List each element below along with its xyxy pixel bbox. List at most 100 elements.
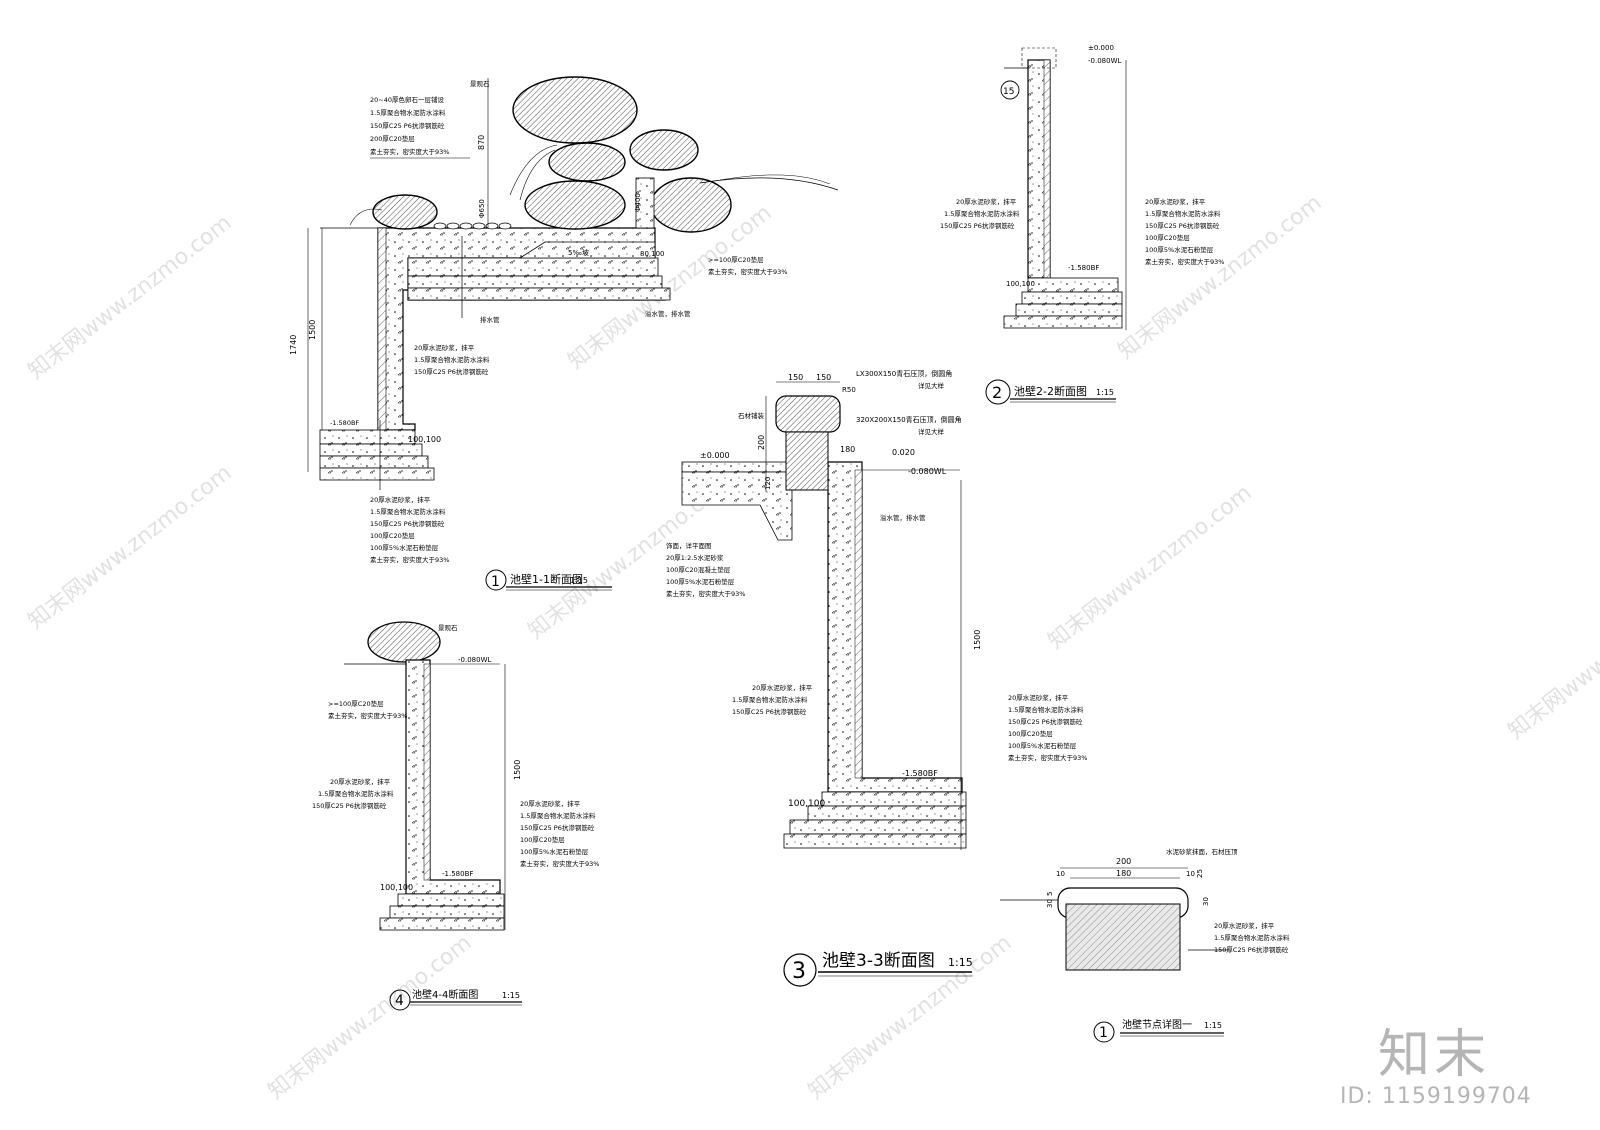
dim-200: 200	[757, 435, 766, 450]
rock	[367, 621, 441, 663]
dim-10b: 10	[1186, 870, 1195, 878]
svg-text:150厚C25 P6抗渗钢筋砼: 150厚C25 P6抗渗钢筋砼	[414, 367, 489, 376]
svg-text:20~40厚色卵石一层铺设: 20~40厚色卵石一层铺设	[370, 95, 444, 104]
dim-10: 10	[1056, 870, 1065, 878]
wall-body	[827, 461, 963, 793]
dim-400: Φ400	[634, 193, 642, 212]
dim-150: 150	[788, 373, 803, 382]
section-number: 4	[395, 993, 404, 1009]
svg-text:150厚C25 P6抗渗钢筋砼: 150厚C25 P6抗渗钢筋砼	[1214, 945, 1289, 954]
dim-1500: 1500	[973, 630, 982, 650]
dim-r50: R50	[842, 386, 856, 394]
bf-level: -1.580BF	[902, 769, 938, 778]
section-number-circle	[783, 953, 817, 987]
svg-text:1.5厚聚合物水泥防水涂料: 1.5厚聚合物水泥防水涂料	[732, 695, 808, 704]
base-layer-labels-2: 20厚水泥砂浆，抹平 1.5厚聚合物水泥防水涂料 150厚C25 P6抗渗钢筋砼…	[1145, 197, 1224, 266]
wl-level: -0.080WL	[1088, 57, 1121, 65]
svg-text:100厚5%水泥石粉垫层: 100厚5%水泥石粉垫层	[1008, 741, 1077, 750]
drain-label: 排水管	[480, 315, 500, 324]
wall-body	[405, 659, 501, 895]
svg-text:1.5厚聚合物水泥防水涂料: 1.5厚聚合物水泥防水涂料	[318, 789, 394, 798]
section-1-1: 1740 1500 870 Φ650 Φ400 100,100 80,100 5…	[289, 76, 839, 591]
dim-100100: 100,100	[380, 883, 413, 892]
svg-text:1.5厚聚合物水泥防水涂料: 1.5厚聚合物水泥防水涂料	[944, 209, 1020, 218]
dim-1500: 1500	[513, 760, 522, 780]
dim-80100: 80,100	[640, 250, 665, 258]
svg-text:>=100厚C20垫层: >=100厚C20垫层	[708, 255, 764, 264]
rock	[650, 177, 732, 233]
svg-text:20厚水泥砂浆，抹平: 20厚水泥砂浆，抹平	[752, 683, 813, 692]
svg-text:1.5厚聚合物水泥防水涂料: 1.5厚聚合物水泥防水涂料	[1214, 933, 1290, 942]
base-layer-labels-1: 20厚水泥砂浆，抹平 1.5厚聚合物水泥防水涂料 150厚C25 P6抗渗钢筋砼…	[370, 495, 449, 564]
rock	[548, 142, 626, 182]
section-2-2: ±0.000 -0.080WL -1.580BF 100,100 15 20厚水…	[940, 44, 1224, 405]
coping-note-2: 320X200X150青石压顶，倒圆角	[856, 415, 962, 424]
svg-text:20厚水泥砂浆，抹平: 20厚水泥砂浆，抹平	[1008, 693, 1069, 702]
dim-30b: 30	[1202, 897, 1210, 906]
section-number-circle	[985, 379, 1011, 405]
node-wall	[1065, 903, 1181, 971]
svg-text:150厚C25 P6抗渗钢筋砼: 150厚C25 P6抗渗钢筋砼	[312, 801, 387, 810]
node-top-note: 水泥砂浆抹面，石材压顶	[1166, 847, 1238, 856]
section-number: 3	[792, 959, 806, 984]
svg-text:1.5厚聚合物水泥防水涂料: 1.5厚聚合物水泥防水涂料	[414, 355, 490, 364]
svg-text:1.5厚聚合物水泥防水涂料: 1.5厚聚合物水泥防水涂料	[370, 507, 446, 516]
svg-text:20厚水泥砂浆，抹平: 20厚水泥砂浆，抹平	[1145, 197, 1206, 206]
svg-text:100厚C20垫层: 100厚C20垫层	[520, 835, 565, 844]
svg-text:20厚1:2.5水泥砂浆: 20厚1:2.5水泥砂浆	[666, 553, 724, 562]
section-title: 池壁1-1断面图	[510, 572, 583, 586]
svg-text:200厚C20垫层: 200厚C20垫层	[370, 134, 415, 143]
stone-label: 景观石	[438, 624, 458, 632]
section-scale: 1:15	[1096, 388, 1114, 397]
floor	[1027, 277, 1119, 293]
rock	[372, 194, 438, 230]
svg-text:20厚水泥砂浆，抹平: 20厚水泥砂浆，抹平	[370, 495, 431, 504]
coping-note-1: LX300X150青石压顶，倒圆角	[856, 369, 952, 378]
wall-layer-labels-2: 20厚水泥砂浆，抹平 1.5厚聚合物水泥防水涂料 150厚C25 P6抗渗钢筋砼	[940, 197, 1020, 230]
svg-text:100厚5%水泥石粉垫层: 100厚5%水泥石粉垫层	[1145, 245, 1214, 254]
dim-30: 30	[1046, 899, 1054, 908]
slope-note: 5‰坡	[568, 248, 589, 257]
p020-level: 0.020	[892, 448, 915, 457]
section-title: 池壁4-4断面图	[412, 988, 478, 1001]
coping-post	[785, 431, 829, 491]
svg-text:150厚C25 P6抗渗钢筋砼: 150厚C25 P6抗渗钢筋砼	[370, 121, 445, 130]
base1	[821, 791, 967, 807]
section-number-circle	[389, 989, 411, 1011]
svg-text:素土夯实，密实度大于93%: 素土夯实，密实度大于93%	[370, 555, 449, 564]
svg-text:150厚C25 P6抗渗钢筋砼: 150厚C25 P6抗渗钢筋砼	[940, 221, 1015, 230]
svg-text:100厚5%水泥石粉垫层: 100厚5%水泥石粉垫层	[666, 577, 735, 586]
dim-100100: 100,100	[408, 435, 441, 444]
paving-edge: 石材铺装	[738, 411, 765, 420]
svg-text:100厚C20垫层: 100厚C20垫层	[1145, 233, 1190, 242]
svg-text:素土夯实，密实度大于93%: 素土夯实，密实度大于93%	[520, 859, 599, 868]
base3	[379, 917, 505, 931]
dim-100100: 100,100	[1006, 280, 1035, 288]
svg-text:150厚C25 P6抗渗钢筋砼: 150厚C25 P6抗渗钢筋砼	[520, 823, 595, 832]
ground-labels-1: >=100厚C20垫层 素土夯实，密实度大于93%	[708, 255, 787, 276]
brand-logo-text: 知末	[1378, 1025, 1491, 1085]
svg-text:1.5厚聚合物水泥防水涂料: 1.5厚聚合物水泥防水涂料	[1145, 209, 1221, 218]
svg-text:20厚水泥砂浆，抹平: 20厚水泥砂浆，抹平	[414, 343, 475, 352]
section-number: 1	[1099, 1025, 1108, 1041]
base1	[397, 893, 505, 907]
svg-text:素土夯实，密实度大于93%: 素土夯实，密实度大于93%	[1145, 257, 1224, 266]
dim-5: 5	[1046, 892, 1054, 896]
svg-text:100厚C20混凝土垫层: 100厚C20混凝土垫层	[666, 565, 731, 574]
base-layer-labels-4: 20厚水泥砂浆，抹平 1.5厚聚合物水泥防水涂料 150厚C25 P6抗渗钢筋砼…	[520, 799, 599, 868]
dim-100100: 100,100	[788, 799, 825, 809]
wall-lining	[423, 663, 431, 881]
slab-base2	[407, 287, 671, 301]
base2	[1015, 303, 1123, 317]
base3	[1003, 315, 1123, 329]
dim-150b: 150	[816, 373, 831, 382]
wall-lining	[854, 469, 863, 779]
section-number: 2	[992, 383, 1002, 402]
dim-180: 180	[840, 445, 855, 454]
base2	[807, 805, 967, 821]
section-scale: 1:15	[948, 956, 973, 969]
svg-text:素土夯实，密实度大于93%: 素土夯实，密实度大于93%	[1008, 753, 1087, 762]
wall-layer-labels-3: 20厚水泥砂浆，抹平 1.5厚聚合物水泥防水涂料 150厚C25 P6抗渗钢筋砼	[732, 683, 813, 716]
dim-120: 120	[764, 477, 772, 490]
